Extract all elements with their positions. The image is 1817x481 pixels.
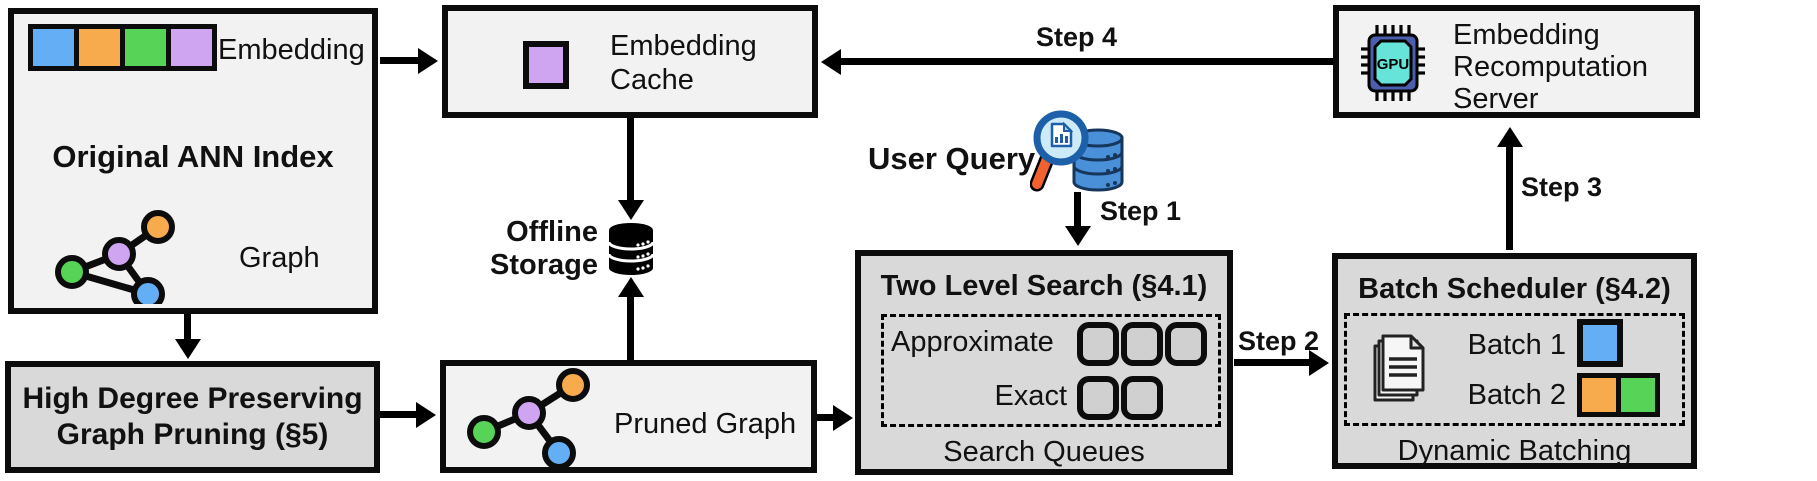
arrow-cache-to-storage (617, 118, 644, 220)
cached-embedding-icon (523, 41, 569, 89)
recomputation-server-label: Embedding Recomputation Server (1453, 19, 1649, 115)
queue-slot (1121, 376, 1163, 420)
arrow-pruned-graph-to-storage (617, 277, 644, 360)
graph-label: Graph (239, 242, 320, 274)
arrow-ann-to-pruning (174, 314, 201, 359)
batch1-label: Batch 1 (1467, 329, 1566, 361)
pruning-title-line1: High Degree Preserving (22, 382, 363, 415)
two-level-search-box: Two Level Search (§4.1) Approximate Exac… (855, 250, 1233, 475)
two-level-search-title: Two Level Search (§4.1) (880, 270, 1208, 302)
embedding-label: Embedding (218, 34, 365, 66)
arrow-step1 (1064, 192, 1091, 246)
arrow-pruned-graph-to-search (817, 404, 853, 431)
embedding-vector-icon (28, 24, 217, 71)
original-ann-index-box: Embedding Original ANN Index Graph (8, 8, 378, 314)
dynamic-batching-caption: Dynamic Batching (1397, 435, 1632, 467)
pruning-title-line2: Graph Pruning (§5) (56, 418, 329, 451)
batch-scheduler-title: Batch Scheduler (§4.2) (1358, 273, 1671, 305)
documents-icon (1373, 334, 1425, 402)
exact-label: Exact (994, 380, 1067, 412)
pruned-graph-label: Pruned Graph (614, 408, 797, 440)
ann-index-title: Original ANN Index (52, 139, 334, 174)
arrow-ann-to-cache (380, 47, 438, 74)
pruned-graph-icon (467, 368, 590, 468)
embedding-cell-purple (171, 29, 212, 66)
queue-slot (1077, 376, 1119, 420)
batch2-squares (1577, 373, 1660, 417)
embedding-cache-label: Embedding Cache (610, 30, 757, 96)
batch-scheduler-box: Batch Scheduler (§4.2) Batch 1 Batch 2 D… (1332, 253, 1697, 469)
dynamic-batching-dashed-region (1344, 313, 1685, 426)
gpu-chip-icon: GPU (1361, 25, 1425, 101)
queue-slot (1165, 322, 1207, 366)
recomputation-server-box: GPU Embedding Recomputation Server (1333, 5, 1700, 118)
embedding-cell-orange (79, 29, 120, 66)
database-icon (607, 223, 655, 275)
user-query-label: User Query (868, 141, 1036, 176)
search-queues-caption: Search Queues (943, 436, 1145, 468)
graph-icon (55, 210, 175, 304)
step4-label: Step 4 (1036, 22, 1118, 52)
exact-queue-slots (1077, 376, 1163, 420)
step2-label: Step 2 (1238, 326, 1320, 356)
approximate-queue-slots (1077, 322, 1207, 366)
batch1-square-blue (1577, 319, 1623, 367)
arrow-step2 (1234, 349, 1329, 376)
arrow-step3 (1496, 127, 1523, 250)
user-query-icon (1030, 110, 1124, 192)
queue-slot (1121, 322, 1163, 366)
queue-slot (1077, 322, 1119, 366)
arrow-step4 (821, 48, 1333, 75)
offline-storage-label: Offline Storage (490, 216, 598, 281)
batch2-label: Batch 2 (1467, 379, 1566, 411)
step3-label: Step 3 (1521, 172, 1603, 202)
embedding-cell-blue (33, 29, 74, 66)
svg-text:GPU: GPU (1377, 56, 1410, 73)
search-queues-dashed-region (881, 314, 1221, 427)
batch2-square-green (1621, 378, 1655, 412)
batch2-square-orange (1582, 378, 1616, 412)
pruned-graph-box: Pruned Graph (440, 360, 817, 473)
embedding-cell-green (125, 29, 166, 66)
arrow-pruning-to-pruned-graph (380, 401, 436, 428)
embedding-cache-box: Embedding Cache (442, 5, 818, 118)
step1-label: Step 1 (1100, 196, 1182, 226)
graph-pruning-box: High Degree Preserving Graph Pruning (§5… (5, 361, 380, 473)
approximate-label: Approximate (891, 326, 1054, 358)
